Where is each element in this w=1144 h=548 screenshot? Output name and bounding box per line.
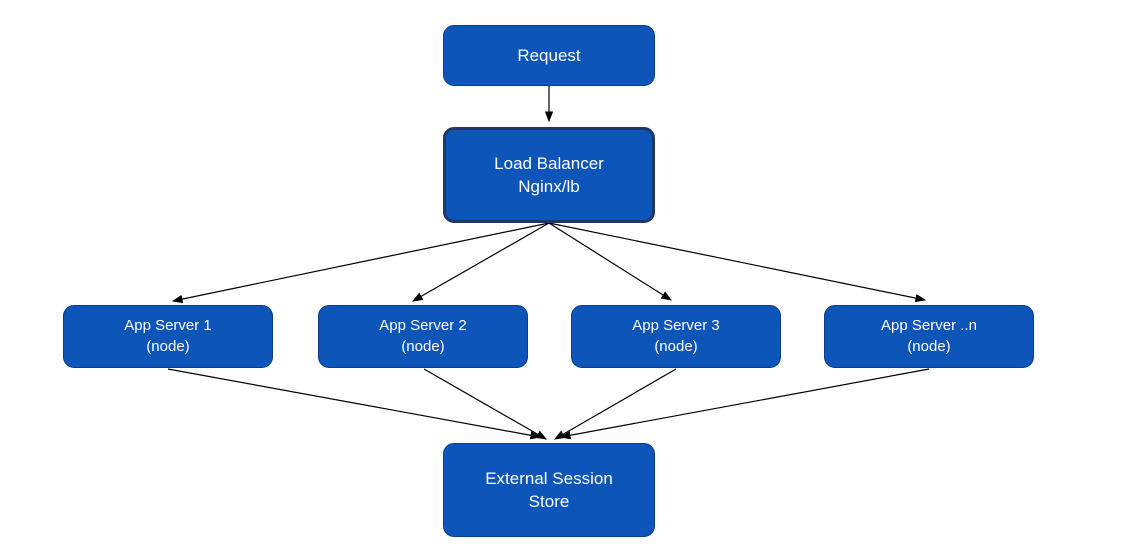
node-app-server-2-label-line1: App Server 2 [379, 316, 467, 334]
node-app-server-3-label-line2: (node) [654, 337, 698, 355]
node-request: Request [443, 25, 655, 86]
edge-app-server-3-to-store [553, 368, 677, 440]
node-external-session-store: External Session Store [443, 443, 655, 537]
edge-app-server-1-to-store [167, 368, 542, 440]
node-load-balancer-label-line1: Load Balancer [494, 153, 604, 173]
node-app-server-3: App Server 3 (node) [571, 305, 781, 368]
node-external-session-store-label-line1: External Session [485, 468, 613, 488]
node-app-server-n: App Server ..n (node) [824, 305, 1034, 368]
node-app-server-n-label-line1: App Server ..n [881, 316, 977, 334]
node-app-server-2-label-line2: (node) [401, 337, 445, 355]
node-app-server-1: App Server 1 (node) [63, 305, 273, 368]
node-app-server-3-label-line1: App Server 3 [632, 316, 720, 334]
node-app-server-1-label-line1: App Server 1 [124, 316, 212, 334]
node-app-server-n-label-line2: (node) [907, 337, 951, 355]
node-app-server-2: App Server 2 (node) [318, 305, 528, 368]
edge-app-server-n-to-store [559, 368, 930, 440]
node-request-label: Request [517, 45, 581, 65]
edge-load-balancer-to-app-server-3 [548, 222, 673, 301]
node-load-balancer-label-line2: Nginx/lb [518, 177, 580, 196]
node-load-balancer: Load Balancer Nginx/lb [443, 127, 655, 223]
edge-app-server-2-to-store [423, 368, 548, 440]
node-external-session-store-label-line2: Store [528, 492, 570, 511]
edge-load-balancer-to-app-server-n [548, 222, 927, 303]
node-app-server-1-label-line2: (node) [146, 337, 190, 355]
edge-load-balancer-to-app-server-1 [171, 222, 550, 304]
edge-load-balancer-to-app-server-2 [411, 222, 550, 302]
